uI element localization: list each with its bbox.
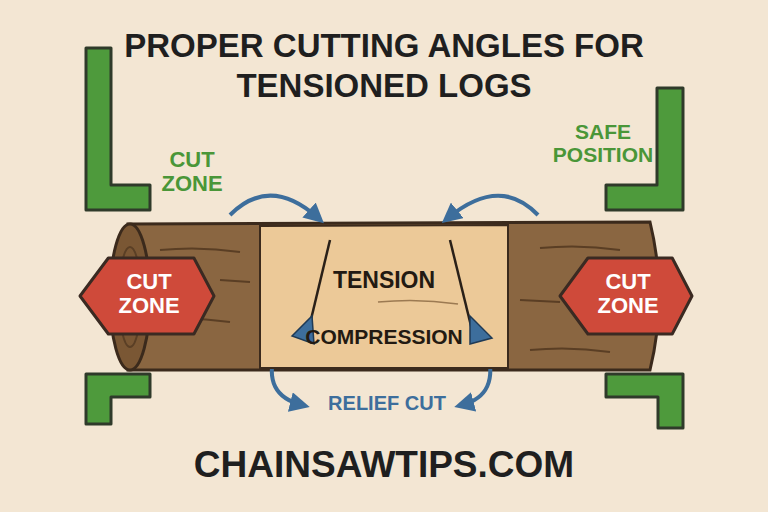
cut-zone-hexagon: CUT ZONE — [558, 256, 694, 336]
relief-marker — [470, 316, 492, 344]
hexagon-path — [560, 258, 692, 334]
force-arrows — [230, 196, 538, 405]
grain-line — [378, 300, 458, 304]
force-text: TENSION — [258, 268, 510, 293]
watermark: CHAINSAWTIPS.COM — [84, 445, 684, 486]
band-fill — [258, 224, 510, 370]
zone-label: CUT ZONE — [140, 148, 244, 196]
force-text: COMPRESSION — [258, 326, 510, 349]
hexagon-path — [80, 258, 214, 334]
tension-band: TENSION COMPRESSION — [258, 224, 510, 370]
zone-label: SAFE POSITION — [538, 120, 668, 166]
cut-zone-hexagon: CUT ZONE — [78, 256, 216, 336]
bracket-group — [86, 48, 683, 428]
cut-label: RELIEF CUT — [282, 392, 492, 414]
diagram-title: PROPER CUTTING ANGLES FOR TENSIONED LOGS — [40, 26, 728, 105]
cut-line — [450, 240, 472, 330]
zone-text: CUT ZONE — [100, 270, 198, 318]
zone-text: CUT ZONE — [580, 270, 676, 318]
